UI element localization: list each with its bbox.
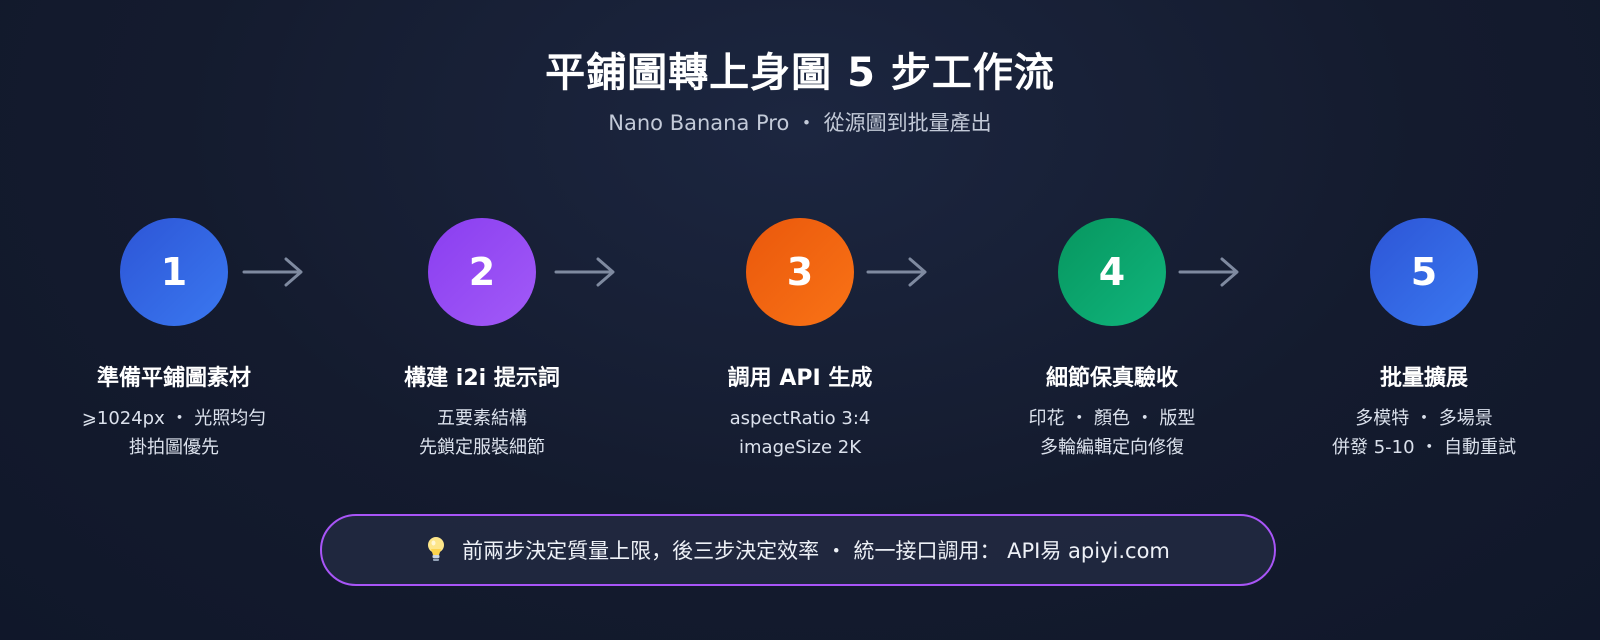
step-1-line-2: 掛拍圖優先 [129, 437, 219, 458]
step-4-line-2: 多輪編輯定向修復 [1040, 437, 1184, 458]
step-3-title: 調用 API 生成 [727, 366, 873, 391]
step-3: 3 調用 API 生成 aspectRatio 3:4 imageSize 2K [660, 218, 940, 462]
step-4-circle: 4 [1058, 218, 1166, 326]
summary-note: 前兩步決定質量上限，後三步決定效率 ・ 統一接口調用： API易 apiyi.c… [320, 514, 1276, 586]
step-3-line-2: imageSize 2K [739, 437, 861, 458]
step-4-title: 細節保真驗收 [1045, 366, 1178, 391]
page-title: 平鋪圖轉上身圖 5 步工作流 [545, 50, 1055, 96]
step-2-line-2: 先鎖定服裝細節 [419, 437, 545, 458]
arrow-right-icon [1178, 257, 1239, 287]
lightbulb-icon [428, 537, 445, 561]
step-5-line-1: 多模特 ・ 多場景 [1355, 408, 1493, 429]
step-2-line-1: 五要素結構 [437, 408, 527, 429]
arrow-right-icon [554, 257, 615, 287]
step-4: 4 細節保真驗收 印花 ・ 顏色 ・ 版型 多輪編輯定向修復 [972, 218, 1252, 462]
step-2-circle: 2 [428, 218, 536, 326]
summary-note-text: 前兩步決定質量上限，後三步決定效率 ・ 統一接口調用： API易 apiyi.c… [462, 539, 1170, 563]
step-3-circle: 3 [746, 218, 854, 326]
page-subtitle: Nano Banana Pro ・ 從源圖到批量產出 [608, 111, 992, 135]
step-1-line-1: ⩾1024px ・ 光照均勻 [81, 408, 267, 429]
step-4-line-1: 印花 ・ 顏色 ・ 版型 [1028, 408, 1196, 429]
step-1: 1 準備平鋪圖素材 ⩾1024px ・ 光照均勻 掛拍圖優先 [34, 218, 314, 462]
step-2-title: 構建 i2i 提示詞 [404, 366, 560, 391]
step-2: 2 構建 i2i 提示詞 五要素結構 先鎖定服裝細節 [342, 218, 622, 462]
step-1-title: 準備平鋪圖素材 [96, 366, 251, 391]
step-5: 5 批量擴展 多模特 ・ 多場景 併發 5-10 ・ 自動重試 [1284, 218, 1564, 462]
step-1-circle: 1 [120, 218, 228, 326]
step-5-circle: 5 [1370, 218, 1478, 326]
arrow-right-icon [866, 257, 927, 287]
step-5-line-2: 併發 5-10 ・ 自動重試 [1331, 437, 1517, 458]
arrow-right-icon [242, 257, 303, 287]
step-5-title: 批量擴展 [1379, 366, 1468, 391]
step-3-line-1: aspectRatio 3:4 [729, 408, 871, 429]
